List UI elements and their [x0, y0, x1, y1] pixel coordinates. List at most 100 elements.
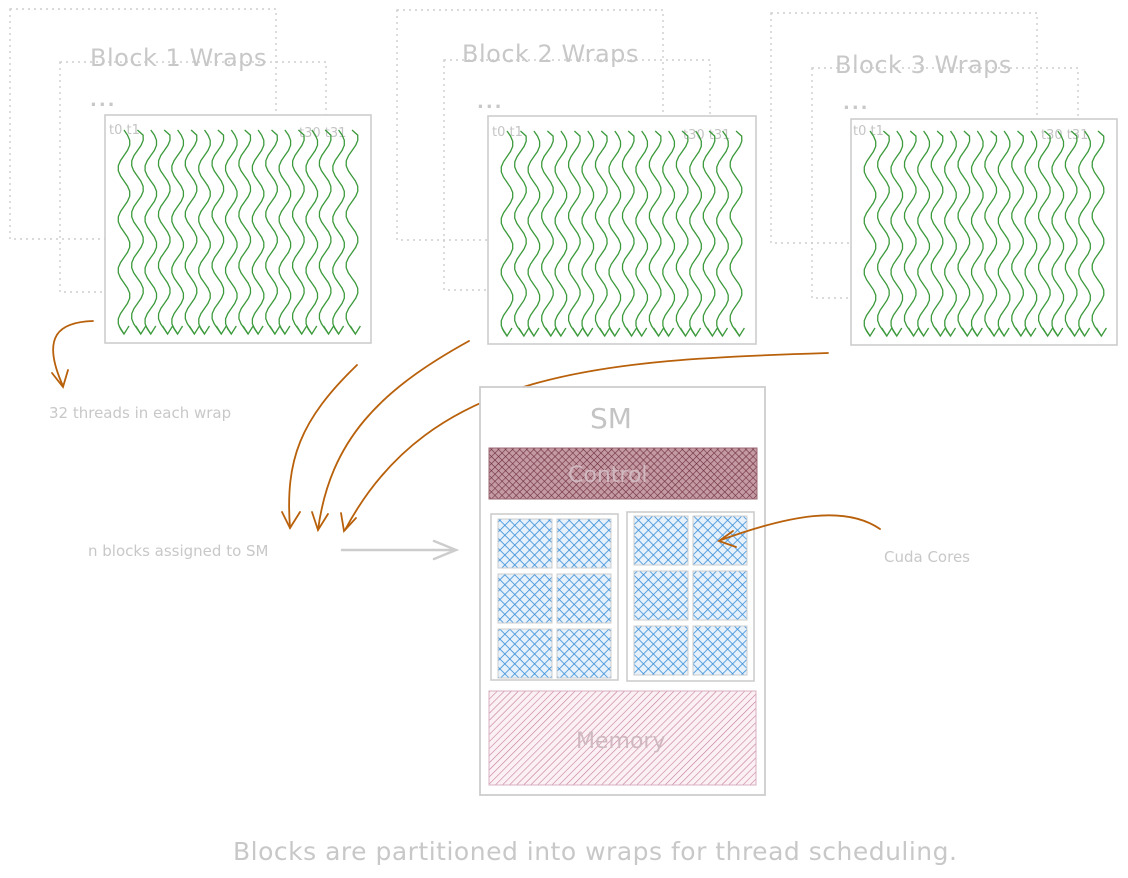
cuda-core [692, 570, 748, 621]
thread-line [251, 129, 265, 335]
thread-arrowhead [988, 327, 1000, 338]
control-label: Control [568, 463, 648, 488]
thread-arrowhead [252, 325, 264, 336]
memory-label: Memory [576, 729, 665, 754]
block-3-ellipsis: ... [843, 93, 870, 114]
thread-line [305, 129, 319, 335]
cuda-core [633, 570, 689, 621]
thread-arrowhead [653, 327, 665, 338]
block-3-wrap-frame [850, 118, 1118, 346]
thread-arrowhead [609, 327, 621, 338]
thread-line [238, 129, 252, 335]
thread-line [648, 130, 662, 337]
thread-line [554, 130, 568, 337]
block-2-arrowhead [311, 511, 329, 533]
block-3-group: Block 3 Wraps ... t0 t1 t30 t31 [770, 12, 1118, 346]
thread-line [198, 129, 211, 335]
thread-line [863, 130, 877, 337]
thread-arrowhead [679, 327, 692, 338]
control-unit [488, 447, 758, 500]
cuda-core [497, 628, 553, 679]
thread-line [224, 129, 238, 335]
thread-line [318, 129, 332, 335]
thread-arrowhead [225, 325, 237, 336]
block-2-threads [500, 130, 745, 338]
thread-arrowhead [998, 327, 1010, 338]
block-3-first-threads: t0 t1 [853, 124, 884, 139]
thread-arrowhead [242, 325, 254, 336]
thread-line [184, 129, 198, 335]
thread-arrowhead [306, 325, 318, 336]
thread-arrowhead [971, 327, 983, 338]
thread-arrowhead [279, 325, 291, 336]
cuda-core [556, 628, 612, 679]
thread-line [608, 130, 622, 337]
thread-arrowhead [1079, 327, 1091, 338]
thread-arrowhead [296, 325, 308, 336]
thread-arrowhead [582, 327, 594, 338]
thread-line [117, 129, 131, 335]
diagram-caption: Blocks are partitioned into wraps for th… [233, 837, 957, 866]
thread-arrowhead [528, 327, 540, 338]
block-2-ellipsis: ... [477, 92, 504, 113]
thread-line [917, 130, 931, 337]
thread-arrowhead [934, 327, 946, 338]
thread-line [500, 130, 514, 337]
thread-line [1037, 130, 1051, 337]
thread-arrowhead [162, 325, 174, 336]
cuda-core [556, 573, 612, 624]
block-2-back-frame [396, 9, 664, 241]
thread-arrowhead [690, 327, 702, 338]
thread-arrowhead [1095, 327, 1107, 338]
thread-line [944, 130, 957, 337]
thread-line [702, 130, 716, 337]
thread-line [541, 130, 554, 337]
thread-line [332, 129, 345, 335]
block-2-group: Block 2 Wraps ... t0 t1 t30 t31 [396, 9, 757, 345]
thread-line [903, 130, 917, 337]
block-3-title: Block 3 Wraps [835, 51, 1012, 79]
thread-arrowhead [135, 325, 147, 336]
thread-line [265, 129, 278, 335]
thread-arrowhead [349, 325, 361, 336]
thread-arrowhead [198, 325, 211, 336]
thread-arrowhead [545, 327, 557, 338]
thread-arrowhead [891, 327, 903, 338]
thread-line [527, 130, 541, 337]
block-3-to-sm-arrow [344, 352, 829, 531]
thread-arrowhead [269, 325, 281, 336]
thread-arrowhead [572, 327, 584, 338]
thread-line [278, 129, 292, 335]
thread-line [345, 129, 359, 335]
cuda-cores [497, 515, 748, 679]
thread-line [689, 130, 702, 337]
thread-line [621, 130, 635, 337]
thread-arrowhead [599, 327, 611, 338]
cuda-cores-arrowhead [717, 530, 737, 548]
thread-line [1011, 130, 1024, 337]
block-2-to-sm-arrow [317, 340, 470, 531]
thread-arrowhead [215, 325, 227, 336]
thread-arrowhead [555, 327, 567, 338]
sm-title: SM [590, 402, 632, 435]
thread-arrowhead [501, 327, 513, 338]
thread-line [662, 130, 676, 337]
thread-line [144, 129, 158, 335]
threads-callout-arrowhead [51, 369, 69, 389]
block-1-back-frame [9, 8, 277, 240]
thread-line [957, 130, 971, 337]
thread-arrowhead [636, 327, 648, 338]
thread-arrowhead [1042, 327, 1054, 338]
block-3-threads [863, 130, 1107, 338]
thread-line [1078, 130, 1091, 337]
thread-line [635, 130, 649, 337]
thread-arrowhead [333, 325, 345, 336]
blocks-assigned-note: n blocks assigned to SM [88, 542, 268, 560]
thread-line [1064, 130, 1078, 337]
threads-callout-arrow [52, 320, 94, 387]
thread-arrowhead [881, 327, 893, 338]
thread-arrowhead [864, 327, 876, 338]
cuda-core [497, 573, 553, 624]
block-1-to-sm-arrow [288, 364, 358, 529]
